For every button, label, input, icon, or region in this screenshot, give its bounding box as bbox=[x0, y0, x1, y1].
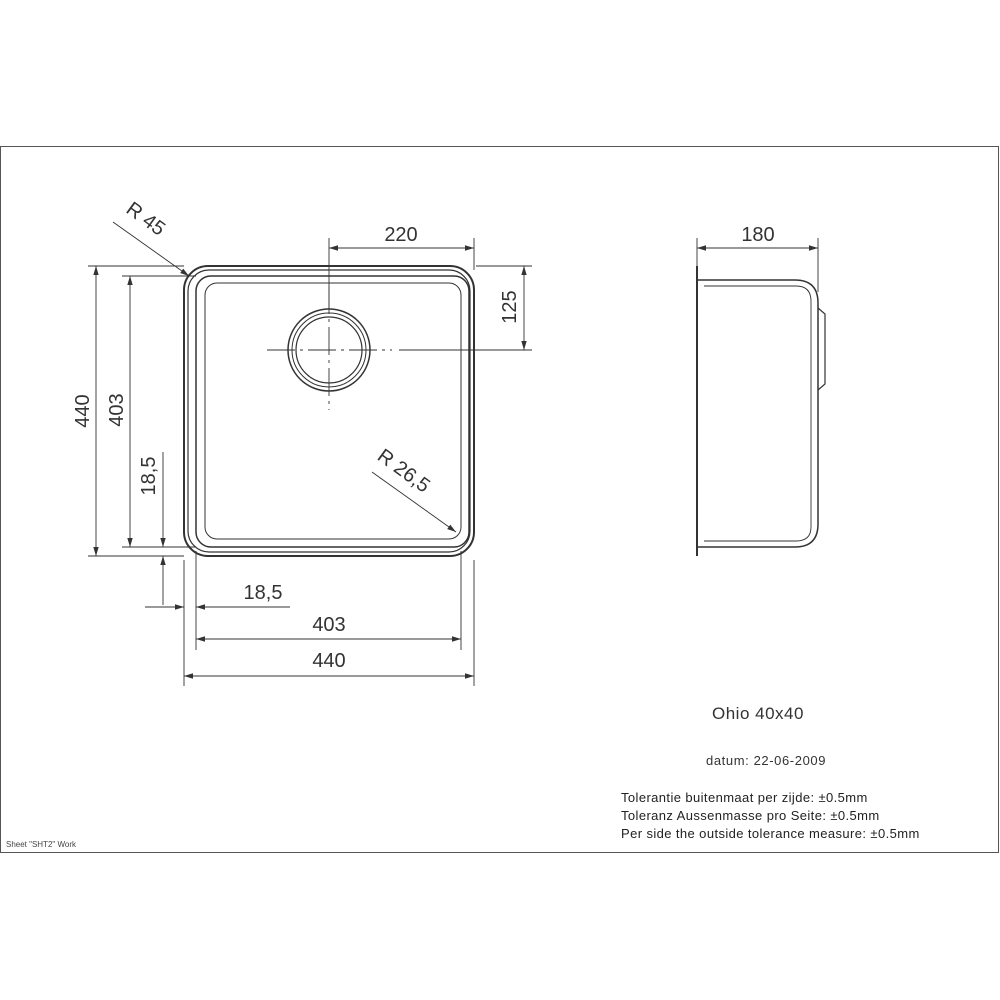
sink-bowl-outline bbox=[195, 275, 470, 548]
dim-inner-radius: R 26,5 bbox=[373, 445, 434, 497]
tolerance-nl: Tolerantie buitenmaat per zijde: ±0.5mm bbox=[621, 790, 868, 805]
dim-outer-radius: R 45 bbox=[122, 198, 169, 241]
dim-drain-offset-y: 125 bbox=[499, 290, 521, 323]
side-bowl-profile bbox=[697, 279, 819, 548]
side-bowl-inner-line bbox=[704, 285, 812, 542]
dimension-lines bbox=[88, 221, 532, 686]
model-title: Ohio 40x40 bbox=[712, 704, 804, 723]
side-drain-profile bbox=[817, 307, 826, 391]
dim-rim-height: 18,5 bbox=[138, 457, 160, 496]
tolerance-de: Toleranz Aussenmasse pro Seite: ±0.5mm bbox=[621, 808, 880, 823]
tolerance-label: Tolerantie buitenmaat per zijde: bbox=[621, 790, 815, 805]
date-value: 22-06-2009 bbox=[753, 753, 827, 768]
dim-drain-offset-x: 220 bbox=[384, 224, 417, 246]
sink-bowl-inner-line bbox=[204, 282, 462, 540]
dim-rim-width: 18,5 bbox=[244, 582, 283, 604]
tolerance-en: Per side the outside tolerance measure: … bbox=[621, 826, 920, 841]
dim-inner-height: 403 bbox=[106, 393, 128, 426]
tolerance-label: Per side the outside tolerance measure: bbox=[621, 826, 867, 841]
sink-side-view bbox=[696, 238, 826, 556]
dim-outer-width: 440 bbox=[312, 650, 345, 672]
dim-depth: 180 bbox=[741, 224, 774, 246]
dim-inner-width: 403 bbox=[312, 614, 345, 636]
date-label: datum: bbox=[706, 753, 750, 768]
dim-outer-height: 440 bbox=[72, 394, 94, 427]
sheet-label: Sheet "SHT2" Work bbox=[6, 840, 76, 849]
tolerance-value: ±0.5mm bbox=[870, 826, 920, 841]
tolerance-value: ±0.5mm bbox=[818, 790, 868, 805]
tolerance-label: Toleranz Aussenmasse pro Seite: bbox=[621, 808, 827, 823]
tolerance-value: ±0.5mm bbox=[830, 808, 880, 823]
date-line: datum: 22-06-2009 bbox=[706, 753, 826, 768]
sheet-frame bbox=[0, 146, 999, 853]
